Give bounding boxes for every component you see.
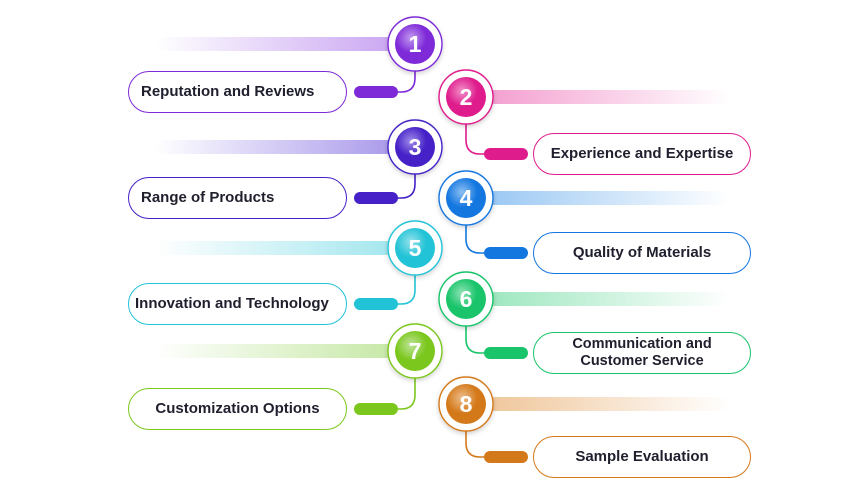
- step-2-label: Experience and Expertise: [533, 133, 751, 175]
- color-pills: [354, 86, 528, 463]
- step-3-circle: [395, 127, 435, 167]
- step-3-bar: [155, 140, 415, 154]
- step-8-label: Sample Evaluation: [533, 436, 751, 478]
- step-1-connector: [396, 70, 416, 93]
- gradient-bars: [155, 37, 730, 411]
- step-3-connector: [396, 173, 416, 199]
- step-3-label: Range of Products: [128, 177, 347, 219]
- step-5-circle: [395, 228, 435, 268]
- step-7-label: Customization Options: [128, 388, 347, 430]
- step-2-connector: [465, 123, 484, 155]
- step-6-pill: [484, 347, 528, 359]
- step-1-bar: [155, 37, 415, 51]
- step-3-pill: [354, 192, 398, 204]
- step-8-connector: [465, 430, 484, 458]
- step-2-number: 2: [460, 84, 473, 110]
- step-8-number: 8: [460, 391, 473, 417]
- step-8-circle: [446, 384, 486, 424]
- step-4-label: Quality of Materials: [533, 232, 751, 274]
- step-6-number: 6: [460, 286, 473, 312]
- step-2-bar: [466, 90, 730, 104]
- step-5-label: Innovation and Technology: [128, 283, 347, 325]
- step-5-bar: [155, 241, 415, 255]
- step-6-circle: [446, 279, 486, 319]
- step-4-bar: [466, 191, 730, 205]
- step-7-number: 7: [409, 338, 422, 364]
- step-1-circle: [395, 24, 435, 64]
- step-7-bar: [155, 344, 415, 358]
- step-6-connector: [465, 325, 484, 354]
- step-2-pill: [484, 148, 528, 160]
- step-7-connector: [396, 377, 416, 410]
- step-8-bar: [466, 397, 730, 411]
- step-1-pill: [354, 86, 398, 98]
- step-4-pill: [484, 247, 528, 259]
- step-4-connector: [465, 224, 484, 254]
- step-4-number: 4: [460, 185, 473, 211]
- step-2-circle: [446, 77, 486, 117]
- step-3-number: 3: [409, 134, 422, 160]
- step-6-label: Communication and Customer Service: [533, 332, 751, 374]
- step-5-pill: [354, 298, 398, 310]
- step-5-number: 5: [409, 235, 422, 261]
- step-5-connector: [396, 274, 416, 305]
- step-1-label: Reputation and Reviews: [128, 71, 347, 113]
- step-7-circle: [395, 331, 435, 371]
- number-circles: 1 2 3 4 5 6 7 8: [387, 16, 494, 432]
- step-8-pill: [484, 451, 528, 463]
- connector-lines: [396, 70, 484, 458]
- step-7-pill: [354, 403, 398, 415]
- step-6-bar: [466, 292, 730, 306]
- step-4-circle: [446, 178, 486, 218]
- step-1-number: 1: [409, 31, 422, 57]
